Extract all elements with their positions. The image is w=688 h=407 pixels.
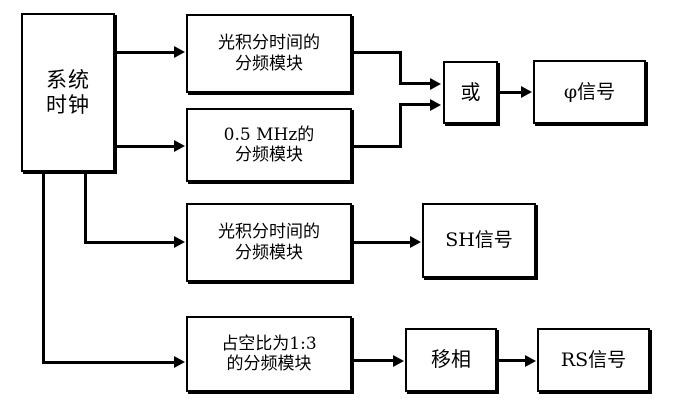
node-sh-signal-label: SH信号	[445, 229, 513, 252]
edge-phaseshift-to-rssig-arrowhead	[525, 355, 536, 367]
node-duty-cycle-divider-label: 占空比为1:3 的分频模块	[221, 333, 317, 374]
node-integration-time-divider-1-label: 光积分时间的 分频模块	[218, 33, 320, 74]
node-integration-time-divider-1[interactable]: 光积分时间的 分频模块	[186, 14, 352, 93]
edge-sysclk-to-duty13-arrowhead	[174, 356, 185, 368]
edge-div05mhz-to-orgate-line-a	[352, 145, 402, 148]
edge-sysclk-to-div05mhz-line	[115, 145, 175, 148]
edge-sysclk-to-div05mhz-arrowhead	[174, 140, 185, 152]
edge-div05mhz-to-orgate-line-b	[399, 103, 432, 106]
node-phase-shift[interactable]: 移相	[405, 328, 497, 392]
node-phase-shift-label: 移相	[431, 347, 471, 372]
node-rs-signal[interactable]: RS信号	[537, 328, 650, 392]
edge-sysclk-to-div2-vertical	[84, 170, 87, 244]
node-system-clock[interactable]: 系统 时钟	[21, 13, 115, 172]
node-phi-signal-label: φ信号	[563, 80, 616, 103]
edge-div1-to-orgate-arrowhead	[430, 78, 441, 90]
edge-duty13-to-phaseshift-line	[352, 359, 395, 362]
edge-sysclk-to-div1-line	[115, 51, 175, 54]
node-or-gate-label: 或	[460, 79, 481, 104]
edge-div05mhz-to-orgate-vertical	[399, 103, 402, 148]
node-or-gate[interactable]: 或	[443, 61, 498, 124]
node-integration-time-divider-2[interactable]: 光积分时间的 分频模块	[186, 203, 352, 282]
edge-div1-to-orgate-line-b	[399, 82, 432, 85]
edge-phaseshift-to-rssig-line	[497, 359, 527, 362]
edge-orgate-to-phisig-line	[498, 91, 524, 94]
node-half-mhz-divider[interactable]: 0.5 MHz的 分频模块	[186, 108, 352, 182]
edge-sysclk-to-duty13-line	[42, 361, 175, 364]
edge-sysclk-to-div2-line	[84, 241, 175, 244]
edge-sysclk-to-duty13-vertical	[42, 170, 45, 364]
edge-div1-to-orgate-vertical	[399, 51, 402, 85]
node-duty-cycle-divider[interactable]: 占空比为1:3 的分频模块	[186, 316, 352, 392]
node-integration-time-divider-2-label: 光积分时间的 分频模块	[218, 222, 320, 263]
node-phi-signal[interactable]: φ信号	[533, 60, 646, 124]
edge-div1-to-orgate-line-a	[352, 51, 402, 54]
edge-orgate-to-phisig-arrowhead	[521, 86, 532, 98]
node-system-clock-label: 系统 时钟	[46, 67, 90, 117]
node-half-mhz-divider-label: 0.5 MHz的 分频模块	[223, 124, 315, 165]
edge-sysclk-to-div1-arrowhead	[174, 46, 185, 58]
edge-div2-to-shsig-arrowhead	[410, 236, 421, 248]
edge-div2-to-shsig-line	[352, 241, 412, 244]
node-sh-signal[interactable]: SH信号	[422, 203, 536, 278]
edge-duty13-to-phaseshift-arrowhead	[393, 355, 404, 367]
edge-div05mhz-to-orgate-arrowhead	[430, 99, 441, 111]
edge-sysclk-to-div2-arrowhead	[174, 236, 185, 248]
node-rs-signal-label: RS信号	[560, 348, 627, 371]
